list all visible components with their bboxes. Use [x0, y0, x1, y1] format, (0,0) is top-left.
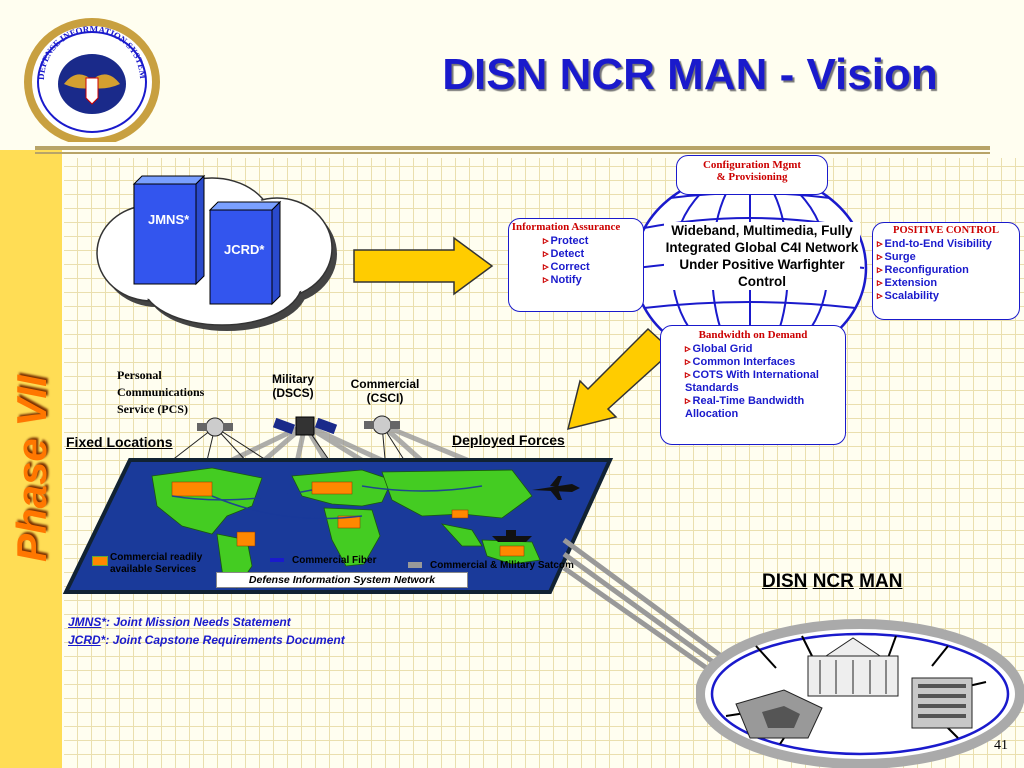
- page-title: DISN NCR MAN - Vision: [442, 50, 938, 99]
- bandwidth-item: Real-Time Bandwidth Allocation: [685, 395, 835, 421]
- disn-word: DISN: [762, 571, 808, 592]
- title-divider: [35, 146, 990, 150]
- info-assurance-item: Detect: [543, 248, 643, 261]
- commercial-csci-label: Commercial (CSCI): [350, 377, 420, 405]
- positive-control-item: Reconfiguration: [877, 264, 1019, 277]
- ia-item-list: ProtectDetectCorrectNotify: [543, 235, 643, 287]
- pc-title: POSITIVE CONTROL: [893, 225, 999, 236]
- deployed-forces-label: Deployed Forces: [452, 432, 565, 448]
- world-map: [62, 458, 614, 594]
- fixed-locations-label: Fixed Locations: [66, 434, 173, 450]
- bw-title: Bandwidth on Demand: [698, 329, 808, 341]
- footnote-jmns: JMNS*: Joint Mission Needs Statement: [68, 615, 291, 629]
- info-assurance-item: Correct: [543, 261, 643, 274]
- disn-ncr-man-heading: DISN NCR MAN: [762, 571, 902, 593]
- pentagon-icon: [735, 689, 823, 739]
- commercial-satellite-icon: [364, 415, 400, 435]
- footnote-jmns-text: *: Joint Mission Needs Statement: [101, 615, 291, 629]
- satcom-legend: Commercial & Military Satcom: [430, 560, 574, 571]
- positive-control-item: Extension: [877, 277, 1019, 290]
- disn-map-caption: Defense Information System Network: [216, 572, 468, 588]
- config-line1: Configuration Mgmt: [702, 159, 802, 171]
- info-assurance-item: Protect: [543, 235, 643, 248]
- config-mgmt-box: Configuration Mgmt & Provisioning: [676, 155, 828, 195]
- jmns-binder-label: JMNS*: [148, 212, 190, 227]
- bw-item-list: Global GridCommon InterfacesCOTS With In…: [685, 343, 845, 421]
- bandwidth-item: COTS With International Standards: [685, 369, 835, 395]
- man-word: MAN: [859, 571, 903, 592]
- ia-title: Information Assurance: [511, 221, 621, 233]
- satcom-swatch: [408, 562, 422, 568]
- fiber-swatch: [270, 558, 284, 562]
- page-number: 41: [994, 738, 1008, 753]
- fiber-legend: Commercial Fiber: [292, 555, 377, 566]
- footnote-jcrd: JCRD*: Joint Capstone Requirements Docum…: [68, 633, 345, 647]
- military-satellite-icon: [272, 416, 338, 436]
- white-house-icon: [807, 637, 899, 697]
- jcrd-binder-label: JCRD*: [224, 242, 265, 257]
- agency-seal-logo: DEFENSE INFORMATION SYSTEMS AGENCY: [22, 12, 160, 142]
- commercial-services-legend: Commercial readily available Services: [110, 552, 203, 575]
- phase-label: Phase VII: [8, 375, 55, 562]
- right-arrow: [353, 236, 494, 296]
- ncr-metro-network: [696, 619, 1024, 768]
- pcs-label: Personal Communications Service (PCS): [117, 368, 205, 416]
- ncr-connector-bars: [562, 537, 734, 679]
- bandwidth-item: Common Interfaces: [685, 356, 835, 369]
- pc-item-list: End-to-End VisibilitySurgeReconfiguratio…: [877, 238, 1019, 303]
- footnote-jcrd-key: JCRD: [68, 633, 101, 647]
- phase-side-bar: Phase VII: [0, 150, 62, 768]
- bandwidth-item: Global Grid: [685, 343, 835, 356]
- ship-icon: [492, 530, 532, 542]
- commercial-services-swatch: [92, 556, 108, 566]
- info-assurance-item: Notify: [543, 274, 643, 287]
- title-divider-thin: [35, 152, 990, 154]
- aircraft-icon: [532, 476, 580, 500]
- config-line2: & Provisioning: [716, 171, 788, 183]
- binders-illustration: [132, 174, 282, 306]
- military-dscs-label: Military (DSCS): [271, 372, 314, 400]
- footnote-jcrd-text: *: Joint Capstone Requirements Document: [100, 633, 345, 647]
- ncr-word: NCR: [812, 571, 854, 592]
- office-building-icon: [911, 677, 973, 729]
- pcs-satellite-icon: [197, 417, 233, 437]
- positive-control-item: Scalability: [877, 290, 1019, 303]
- positive-control-item: End-to-End Visibility: [877, 238, 1019, 251]
- footnote-jmns-key: JMNS: [68, 615, 102, 629]
- positive-control-item: Surge: [877, 251, 1019, 264]
- information-assurance-box: Information Assurance ProtectDetectCorre…: [508, 218, 644, 312]
- central-network-vision: Wideband, Multimedia, Fully Integrated G…: [664, 222, 860, 290]
- bandwidth-on-demand-box: Bandwidth on Demand Global GridCommon In…: [660, 325, 846, 445]
- positive-control-box: POSITIVE CONTROL End-to-End VisibilitySu…: [872, 222, 1020, 320]
